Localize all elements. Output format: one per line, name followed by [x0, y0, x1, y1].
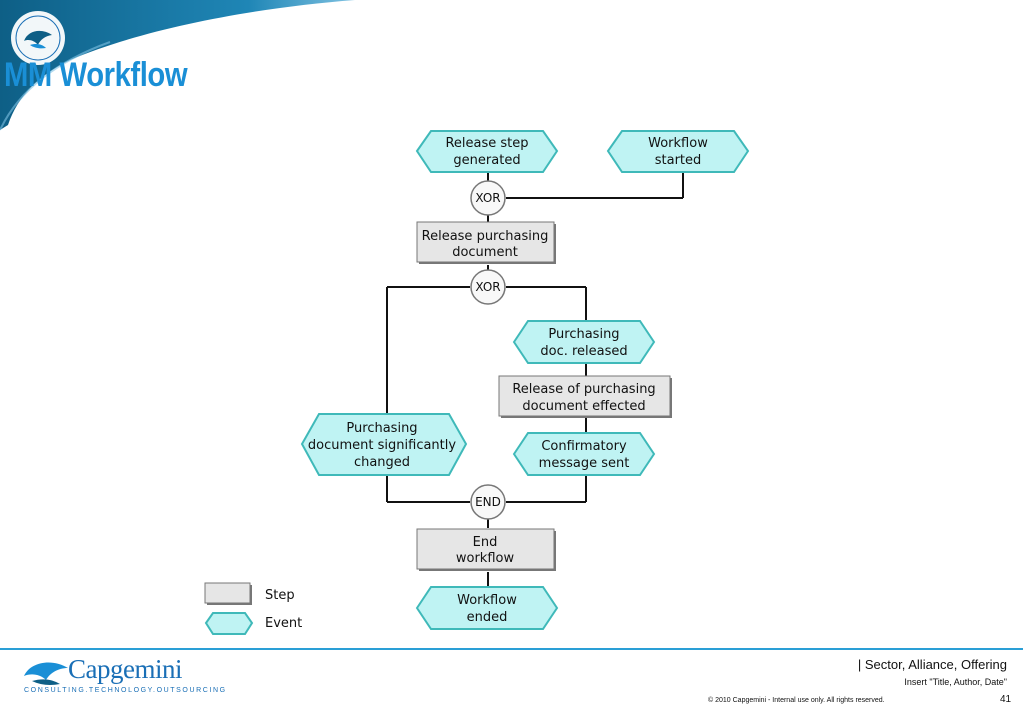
legend-event-label: Event — [265, 616, 302, 631]
footer-divider — [0, 648, 1023, 650]
event-text: Release step — [445, 136, 528, 151]
slide-title: MM Workflow — [4, 56, 188, 94]
capgemini-badge-icon — [11, 11, 65, 65]
event-text: Purchasing — [548, 327, 619, 342]
legend: Step Event — [204, 582, 302, 635]
operator-xor-1: XOR — [470, 180, 506, 216]
legend-step-symbol — [204, 582, 252, 605]
step-release-document-effected: Release of purchasing document effected — [498, 375, 672, 418]
logo-tagline: CONSULTING.TECHNOLOGY.OUTSOURCING — [24, 687, 227, 694]
step-release-purchasing-document: Release purchasing document — [416, 221, 556, 264]
event-confirmatory-message-sent: Confirmatory message sent — [512, 432, 656, 476]
event-purchasing-doc-released: Purchasing doc. released — [512, 320, 656, 364]
step-text: document effected — [522, 399, 645, 414]
header-label: | Sector, Alliance, Offering — [857, 657, 1007, 672]
workflow-diagram: Release step generated Workflow started … — [204, 130, 750, 635]
event-text: changed — [354, 455, 410, 470]
event-text: generated — [453, 153, 520, 168]
logo-wordmark: Capgemini — [68, 654, 182, 684]
operator-text: END — [475, 495, 501, 509]
operator-text: XOR — [475, 191, 500, 205]
event-text: document significantly — [308, 438, 456, 453]
event-text: Purchasing — [346, 421, 417, 436]
step-text: End — [473, 535, 498, 550]
step-end-workflow: End workflow — [416, 528, 556, 571]
copyright-text: © 2010 Capgemini - Internal use only. Al… — [708, 697, 885, 704]
event-text: started — [655, 153, 702, 168]
event-document-significantly-changed: Purchasing document significantly change… — [300, 413, 468, 476]
event-workflow-started: Workflow started — [606, 130, 750, 173]
event-text: Workflow — [457, 593, 517, 608]
subheader-label: Insert "Title, Author, Date" — [904, 677, 1007, 687]
step-text: document — [452, 245, 518, 260]
page-number: 41 — [1000, 694, 1012, 705]
legend-event-symbol — [204, 612, 254, 635]
operator-xor-2: XOR — [470, 269, 506, 305]
operator-end: END — [470, 484, 506, 520]
event-text: message sent — [539, 456, 630, 471]
header-banner — [0, 0, 355, 131]
event-text: Workflow — [648, 136, 708, 151]
event-workflow-ended: Workflow ended — [415, 586, 559, 630]
event-text: Confirmatory — [541, 439, 627, 454]
legend-step-label: Step — [265, 588, 295, 603]
step-text: Release of purchasing — [512, 382, 655, 397]
event-release-step-generated: Release step generated — [415, 130, 559, 173]
event-text: doc. released — [540, 344, 627, 359]
operator-text: XOR — [475, 280, 500, 294]
capgemini-spade-icon — [24, 662, 68, 685]
step-text: workflow — [456, 551, 515, 566]
event-text: ended — [467, 610, 508, 625]
step-text: Release purchasing — [422, 229, 549, 244]
